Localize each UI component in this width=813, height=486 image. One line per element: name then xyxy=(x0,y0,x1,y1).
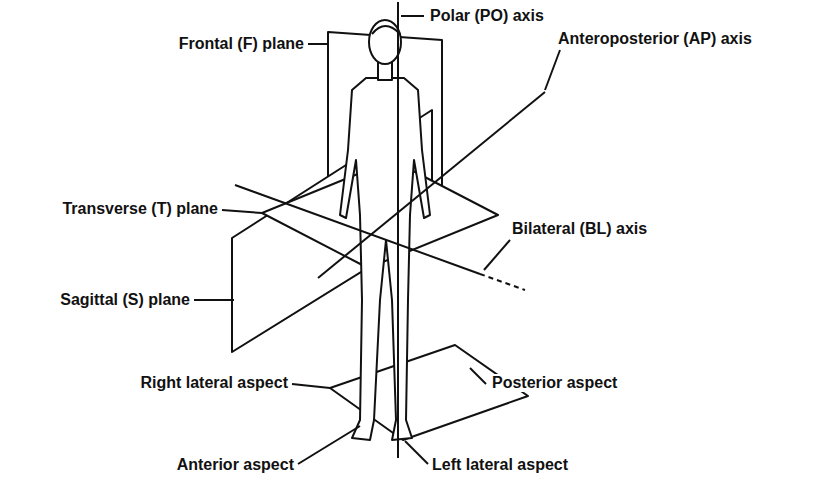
bilateral-axis xyxy=(480,274,525,290)
anteroposterior-axis xyxy=(318,92,545,278)
leader-line xyxy=(545,50,560,90)
aspect-label: Left lateral aspect xyxy=(430,456,570,474)
plane-label: Frontal (F) plane xyxy=(177,35,306,53)
aspect-label: Posterior aspect xyxy=(490,374,619,392)
axis-label: Anteroposterior (AP) axis xyxy=(556,30,754,48)
leader-line xyxy=(308,43,328,45)
plane-label: Sagittal (S) plane xyxy=(58,291,192,309)
leader-line xyxy=(298,426,360,464)
leader-line xyxy=(401,15,424,17)
bilateral-axis xyxy=(235,185,480,274)
human-figure xyxy=(340,20,430,440)
plane-label: Transverse (T) plane xyxy=(60,200,220,218)
leader-line xyxy=(292,384,330,388)
aspect-label: Anterior aspect xyxy=(175,456,296,474)
axis-label: Bilateral (BL) axis xyxy=(510,220,649,238)
polar-axis xyxy=(397,2,399,458)
axis-label: Polar (PO) axis xyxy=(428,7,546,25)
leader-line xyxy=(194,299,234,301)
aspect-label: Right lateral aspect xyxy=(138,374,290,392)
leader-line xyxy=(470,368,486,384)
leader-line xyxy=(405,441,428,464)
leader-line xyxy=(222,210,262,213)
leader-line xyxy=(484,240,510,270)
